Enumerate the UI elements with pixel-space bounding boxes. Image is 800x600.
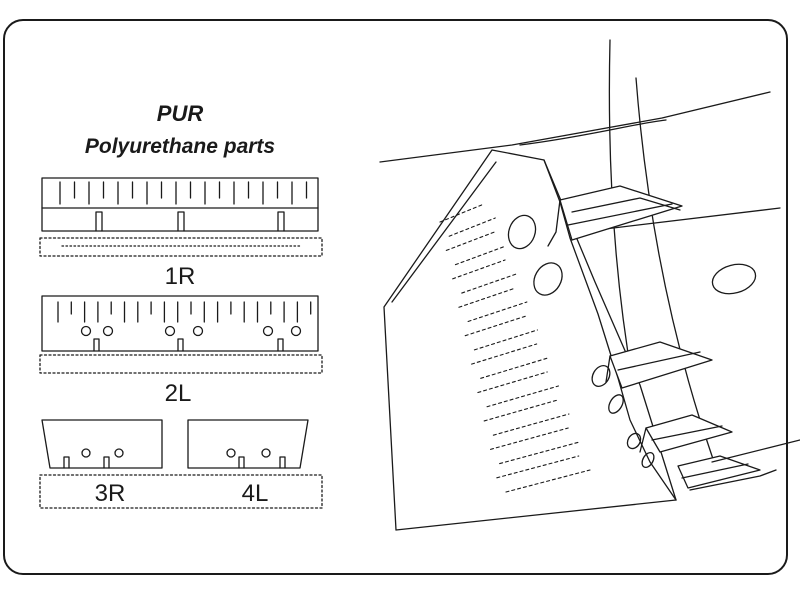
drawing-line [477,371,548,394]
drawing-line [483,399,559,422]
drawing-line [471,343,538,365]
drawing-line [489,427,569,450]
part-label-4l: 4L [241,480,269,507]
drawing-line [454,245,507,266]
part-1r-drawing [39,177,323,257]
part-4l-drawing [187,419,309,469]
drawing-line [461,273,517,294]
drawing-line [505,469,591,493]
drawing-line [496,455,580,479]
part-3r-drawing [41,419,163,469]
diagram-subtitle: Polyurethane parts [84,135,276,158]
diagram-title: PUR [156,101,204,126]
parts-3-4-base [39,474,323,509]
part-2l-drawing [39,295,323,374]
drawing-line [445,231,496,251]
drawing-line [473,329,538,351]
part-label-3r: 3R [94,480,126,507]
diagram-frame [3,19,788,575]
part-label-2l: 2L [164,380,192,407]
part-label-1r: 1R [164,263,196,290]
assembly-view [379,39,800,531]
drawing-line [499,441,581,465]
drawing-line [439,203,485,223]
drawing-line [486,385,559,408]
drawing-line [452,259,506,280]
drawing-line [492,413,570,436]
drawing-line [458,287,517,308]
drawing-line [448,217,496,237]
drawing-line [480,357,549,379]
drawing-line [464,315,527,337]
drawing-line [467,301,528,323]
